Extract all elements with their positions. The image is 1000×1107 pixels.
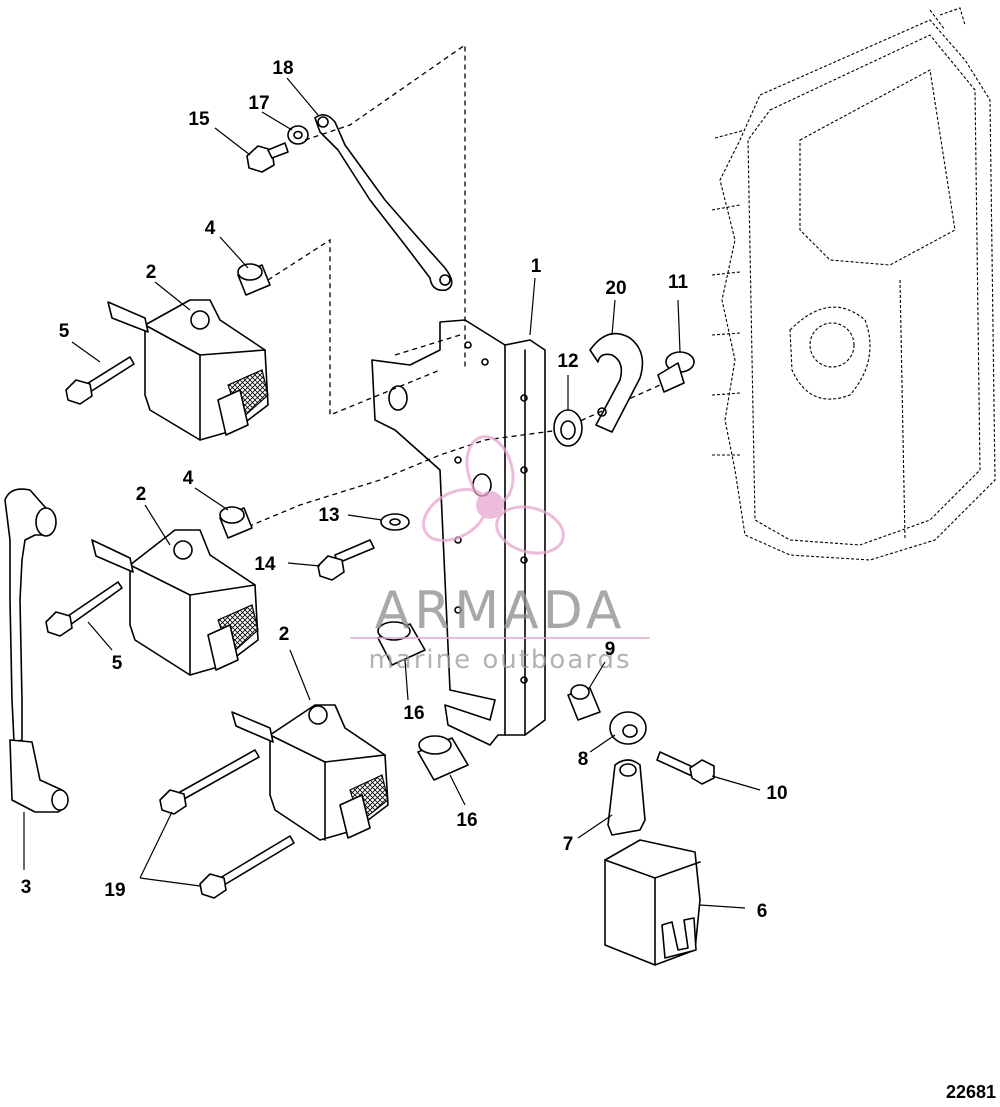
leader-lines <box>23 77 761 909</box>
callout-13: 13 <box>318 505 339 526</box>
callout-9: 9 <box>605 639 616 660</box>
callout-2-top: 2 <box>146 262 157 283</box>
callout-7: 7 <box>563 834 574 855</box>
bushing-9 <box>567 684 601 721</box>
engine-cover-outline <box>711 7 996 561</box>
ignition-coil-bottom <box>231 704 389 841</box>
callout-4-middle: 4 <box>183 468 194 489</box>
washer-17 <box>287 125 309 145</box>
relay-6 <box>604 839 701 966</box>
clip-7 <box>607 759 646 836</box>
callout-3: 3 <box>21 877 32 898</box>
ignition-coil-top <box>107 299 269 441</box>
callout-2-bottom: 2 <box>279 624 290 645</box>
grommet-12 <box>553 409 583 447</box>
callout-labels: 1 2 2 2 3 4 4 5 5 6 7 8 9 10 11 12 13 14… <box>21 58 996 1102</box>
callout-17: 17 <box>248 93 269 114</box>
bolt-19-lower <box>199 835 295 899</box>
callout-14: 14 <box>254 554 276 575</box>
spacer-16-upper <box>377 621 426 666</box>
spacer-16-lower <box>417 735 469 781</box>
callout-19: 19 <box>104 880 125 901</box>
bushing-11 <box>657 351 695 393</box>
grommet-8 <box>609 711 647 745</box>
callout-15: 15 <box>188 109 210 130</box>
watermark: ARMADA marine outboards <box>350 435 650 675</box>
callout-8: 8 <box>578 749 589 770</box>
callout-11: 11 <box>668 272 689 293</box>
callout-2-middle: 2 <box>136 484 147 505</box>
bolt-5-mid <box>45 581 123 637</box>
bolt-19-upper <box>159 749 260 815</box>
bolt-14 <box>317 539 375 581</box>
callout-10: 10 <box>766 783 787 804</box>
callout-6: 6 <box>757 901 768 922</box>
callout-16-lower: 16 <box>456 810 477 831</box>
spacer-4-mid <box>219 506 253 539</box>
callout-4-top: 4 <box>205 218 216 239</box>
callout-12: 12 <box>557 351 578 372</box>
clamp-20 <box>589 332 644 433</box>
ignition-coil-middle <box>91 529 259 676</box>
callout-5-top: 5 <box>59 321 70 342</box>
watermark-propeller-icon <box>422 435 565 555</box>
washer-13 <box>380 513 410 531</box>
callout-16-upper: 16 <box>403 703 424 724</box>
ground-strap <box>314 114 453 292</box>
watermark-subtitle: marine outboards <box>368 645 631 675</box>
bolt-15 <box>246 142 289 173</box>
callout-18: 18 <box>272 58 293 79</box>
bolt-5-top <box>65 356 135 405</box>
callout-20: 20 <box>605 278 626 299</box>
drawing-number: 22681 <box>946 1082 996 1102</box>
mounting-bracket <box>371 319 546 746</box>
callout-5-middle: 5 <box>112 653 123 674</box>
bolt-10 <box>656 751 715 785</box>
callout-1: 1 <box>531 256 542 277</box>
spark-plug-lead <box>4 488 69 813</box>
watermark-title: ARMADA <box>375 581 626 641</box>
spacer-4-top <box>237 263 271 296</box>
